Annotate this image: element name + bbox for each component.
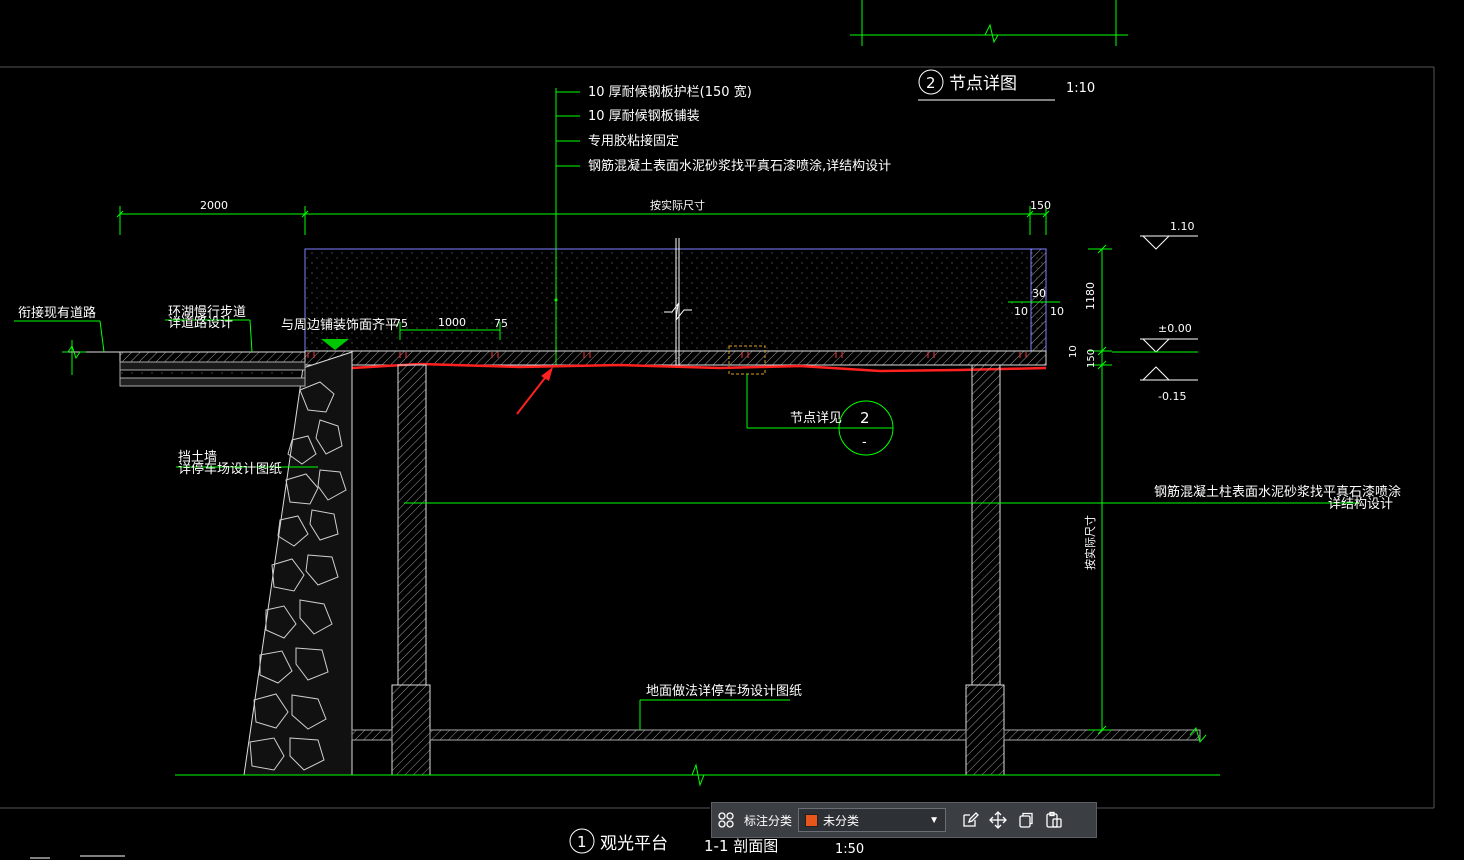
node-reference bbox=[746, 374, 894, 456]
main-title-scale: 1:50 bbox=[835, 842, 864, 857]
elevation-marker-green bbox=[321, 339, 349, 350]
drawing-frame bbox=[0, 66, 1435, 809]
grid-icon[interactable] bbox=[712, 803, 740, 837]
edit-icon[interactable] bbox=[956, 803, 984, 837]
detail-title-name: 节点详图 bbox=[949, 74, 1017, 94]
note-adhesive: 专用胶粘接固定 bbox=[588, 133, 679, 149]
note-paving: 10 厚耐候钢板铺装 bbox=[588, 109, 700, 124]
label-column-1: 钢筋混凝土柱表面水泥砂浆找平真石漆喷涂 bbox=[1154, 484, 1401, 500]
note-railing: 10 厚耐候钢板护栏(150 宽) bbox=[588, 84, 752, 100]
dim-10-vertical: 10 bbox=[1068, 345, 1079, 358]
label-walkway-1: 环湖慢行步道 bbox=[168, 304, 246, 320]
copy-icon[interactable] bbox=[1012, 803, 1040, 837]
note-concrete: 钢筋混凝土表面水泥砂浆找平真石漆喷涂,详结构设计 bbox=[588, 158, 891, 174]
dim-2000: 2000 bbox=[200, 199, 228, 212]
dim-span: 按实际尺寸 bbox=[650, 198, 705, 212]
category-label: 标注分类 bbox=[744, 813, 793, 828]
elevation-0-00: ±0.00 bbox=[1158, 322, 1192, 335]
main-title: 1 观光平台 1-1 剖面图 1:50 bbox=[569, 828, 864, 857]
category-selected: 未分类 bbox=[823, 813, 860, 828]
railing-panel bbox=[304, 238, 1047, 368]
main-title-num: 1 bbox=[577, 833, 587, 851]
right-dimensions bbox=[1088, 244, 1112, 735]
node-ref-sheet: - bbox=[862, 435, 867, 450]
label-road-existing: 衔接现有道路 bbox=[18, 305, 96, 321]
category-dropdown[interactable]: 未分类 ▼ bbox=[798, 808, 947, 832]
retaining-wall bbox=[243, 351, 353, 776]
category-color-swatch bbox=[805, 813, 819, 827]
panel-dims bbox=[399, 301, 1060, 340]
label-column-2: 详结构设计 bbox=[1328, 497, 1393, 512]
detail-title: 2 节点详图 1:10 bbox=[918, 69, 1095, 101]
label-wall-2: 详停车场设计图纸 bbox=[178, 461, 282, 477]
label-wall-1: 挡土墙 bbox=[178, 450, 217, 465]
top-partial-dimension bbox=[850, 0, 1128, 46]
label-walkway-2: 详道路设计 bbox=[168, 315, 233, 331]
dim-75a: 75 bbox=[394, 317, 408, 330]
node-ref-num: 2 bbox=[860, 409, 870, 427]
detail-title-circle bbox=[918, 69, 944, 95]
main-title-section: 1-1 剖面图 bbox=[704, 837, 778, 855]
dim-150-vertical: 150 bbox=[1086, 349, 1097, 368]
detail-title-num: 2 bbox=[926, 74, 936, 92]
elevation-1-10: 1.10 bbox=[1170, 220, 1195, 233]
road-section bbox=[62, 340, 306, 387]
elevation-symbols bbox=[1112, 235, 1198, 381]
dim-10b: 10 bbox=[1050, 305, 1064, 318]
dim-10a: 10 bbox=[1014, 305, 1028, 318]
top-dimensions bbox=[116, 206, 1050, 235]
ground-slab bbox=[175, 699, 1220, 787]
paste-icon[interactable] bbox=[1040, 803, 1068, 837]
dim-1000: 1000 bbox=[438, 316, 466, 329]
dim-150: 150 bbox=[1030, 199, 1051, 212]
bottom-left-fragment bbox=[30, 855, 125, 859]
move-icon[interactable] bbox=[984, 803, 1012, 837]
column-right bbox=[965, 364, 1005, 776]
chevron-down-icon: ▼ bbox=[929, 814, 940, 826]
annotation-toolbar: 标注分类 未分类 ▼ bbox=[711, 802, 1097, 838]
dim-height: 按实际尺寸 bbox=[1083, 515, 1097, 570]
elevation-minus-0-15: -0.15 bbox=[1158, 390, 1186, 403]
detail-title-scale: 1:10 bbox=[1066, 81, 1095, 96]
red-markup bbox=[351, 362, 1047, 415]
main-title-name: 观光平台 bbox=[600, 834, 668, 854]
anchor-marks bbox=[307, 352, 1027, 358]
column-left bbox=[391, 364, 431, 776]
left-labels bbox=[14, 319, 318, 468]
dim-1180: 1180 bbox=[1084, 282, 1097, 310]
label-flush: 与周边铺装饰面齐平 bbox=[281, 317, 398, 333]
dim-30: 30 bbox=[1032, 287, 1046, 300]
label-node-ref: 节点详见 bbox=[790, 411, 842, 426]
dim-75b: 75 bbox=[494, 317, 508, 330]
label-ground: 地面做法详停车场设计图纸 bbox=[646, 683, 802, 699]
